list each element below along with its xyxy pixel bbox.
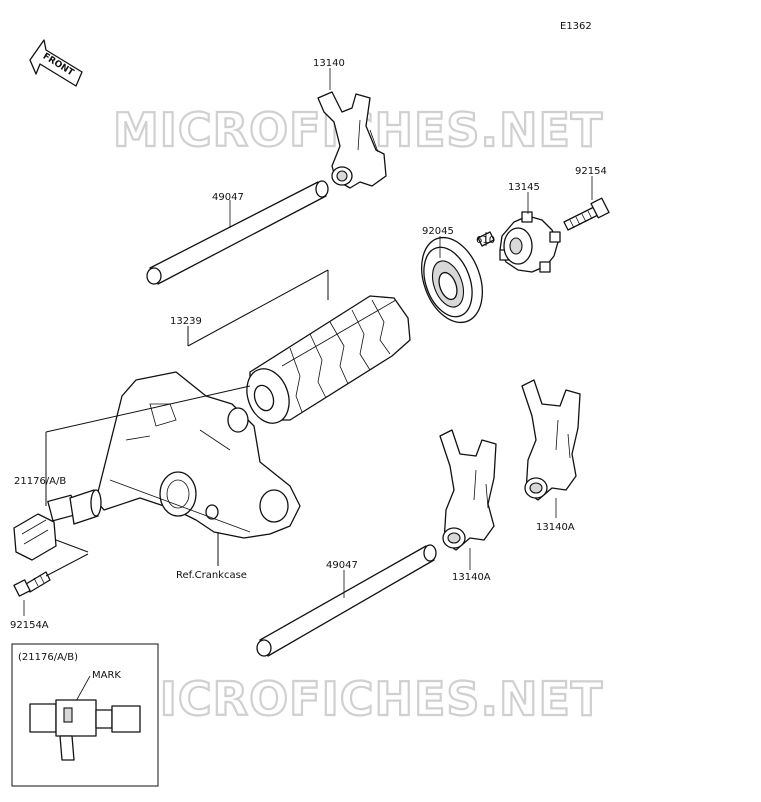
- front-arrow-icon: FRONT: [29, 39, 83, 87]
- shift-drum-13239[interactable]: [240, 295, 411, 429]
- inset-mark-label: MARK: [92, 670, 121, 681]
- bolt-92154a[interactable]: [13, 571, 51, 597]
- watermark-bottom: MICROFICHES.NET: [113, 672, 603, 726]
- label-610: 610: [476, 235, 495, 246]
- gear-position-sensor[interactable]: [13, 489, 102, 561]
- sensor-detail-icon: [29, 699, 141, 761]
- shift-rod-bottom[interactable]: [256, 544, 437, 657]
- label-13239: 13239: [170, 316, 202, 327]
- shift-fork-top[interactable]: [317, 91, 387, 189]
- label-49047-bottom: 49047: [326, 560, 358, 571]
- label-13140a-mid: 13140A: [452, 572, 491, 583]
- label-13145: 13145: [508, 182, 540, 193]
- sensor-detail-inset: (21176/A/B) MARK: [11, 643, 159, 787]
- shift-fork-right[interactable]: [521, 379, 581, 501]
- inset-title: (21176/A/B): [18, 652, 78, 663]
- label-92154: 92154: [575, 166, 607, 177]
- bearing-92045[interactable]: [411, 229, 494, 331]
- diagram-code: E1362: [560, 21, 592, 32]
- label-13140-top: 13140: [313, 58, 345, 69]
- label-13140a-right: 13140A: [536, 522, 575, 533]
- label-21176: 21176/A/B: [14, 476, 66, 487]
- label-ref-crankcase: Ref.Crankcase: [176, 570, 247, 581]
- shift-fork-mid[interactable]: [439, 429, 497, 551]
- label-92154a: 92154A: [10, 620, 49, 631]
- crankcase-reference: [95, 371, 301, 539]
- bolt-92154[interactable]: [563, 197, 610, 231]
- label-92045: 92045: [422, 226, 454, 237]
- label-49047-top: 49047: [212, 192, 244, 203]
- drum-cam-13145[interactable]: [499, 211, 561, 273]
- shift-rod-top[interactable]: [146, 180, 329, 285]
